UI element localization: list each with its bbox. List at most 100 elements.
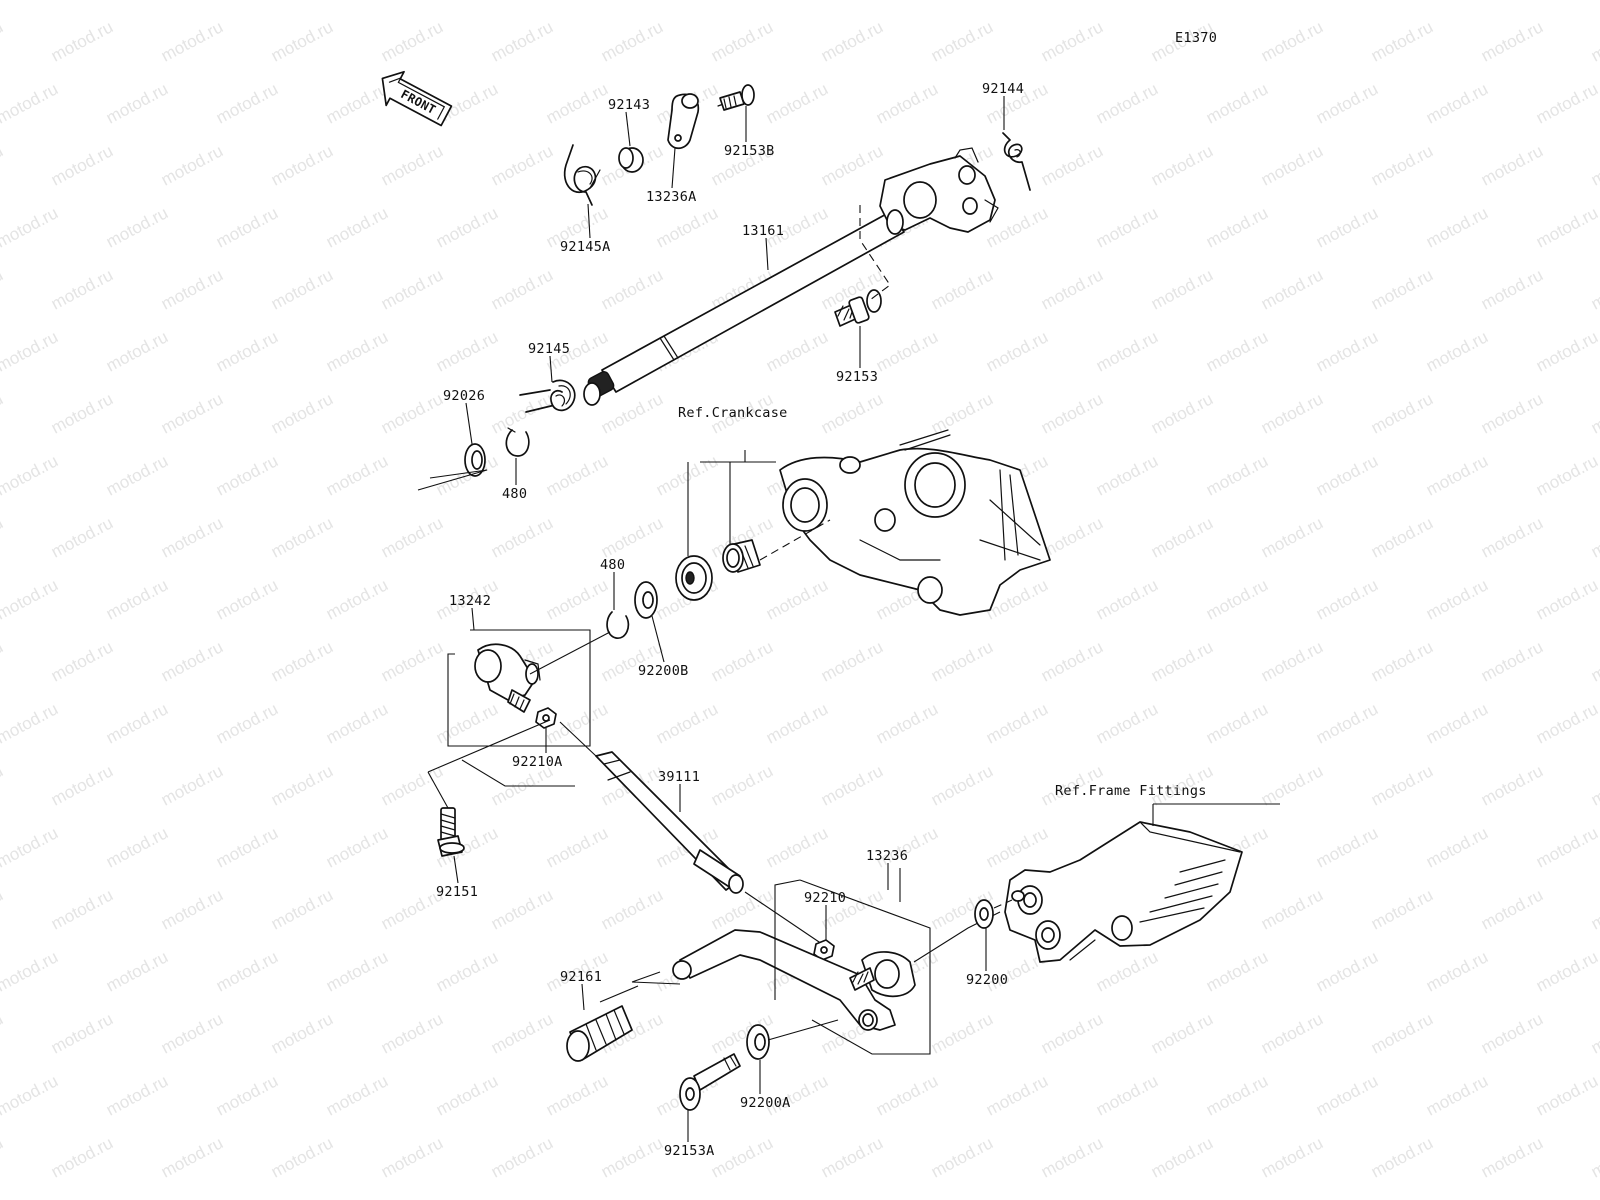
- watermark-text: motod.ru: [433, 699, 501, 747]
- watermark-text: motod.ru: [928, 265, 996, 313]
- watermark-text: motod.ru: [268, 761, 336, 809]
- watermark-text: motod.ru: [103, 1071, 171, 1119]
- watermark-text: motod.ru: [103, 327, 171, 375]
- watermark-text: motod.ru: [1533, 327, 1600, 375]
- bolt-92153[interactable]: [834, 289, 882, 327]
- tie-rod-39111[interactable]: [595, 751, 744, 894]
- watermark-text: motod.ru: [158, 265, 226, 313]
- watermark-text: motod.ru: [213, 79, 281, 127]
- watermark-text: motod.ru: [543, 451, 611, 499]
- label-13236a: 13236A: [646, 189, 697, 205]
- label-leaders: [453, 96, 1005, 1142]
- front-arrow-icon: FRONT: [381, 70, 453, 127]
- watermark-text: motod.ru: [1203, 0, 1271, 4]
- watermark-text: motod.ru: [1478, 265, 1546, 313]
- watermark-text: motod.ru: [1203, 947, 1271, 995]
- watermark-text: motod.ru: [158, 17, 226, 65]
- watermark-text: motod.ru: [268, 1009, 336, 1057]
- washer-92200a[interactable]: [746, 1024, 770, 1060]
- watermark-text: motod.ru: [1588, 141, 1600, 189]
- watermark-text: motod.ru: [1148, 389, 1216, 437]
- watermark-text: motod.ru: [323, 1195, 391, 1200]
- watermark-text: motod.ru: [488, 141, 556, 189]
- watermark-text: motod.ru: [1203, 1195, 1271, 1200]
- bolt-92153a[interactable]: [679, 1053, 741, 1111]
- watermark-text: motod.ru: [983, 699, 1051, 747]
- watermark-text: motod.ru: [818, 1133, 886, 1181]
- label-ref-frame-fittings: Ref.Frame Fittings: [1055, 783, 1207, 799]
- watermark-text: motod.ru: [543, 575, 611, 623]
- label-92153b: 92153B: [724, 143, 775, 159]
- watermark-text: motod.ru: [1588, 265, 1600, 313]
- watermark-text: motod.ru: [1423, 203, 1491, 251]
- diagram-id: E1370: [1175, 30, 1217, 46]
- watermark-text: motod.ru: [103, 575, 171, 623]
- watermark-text: motod.ru: [48, 513, 116, 561]
- shift-arm-13242[interactable]: [474, 643, 541, 713]
- watermark-text: motod.ru: [213, 947, 281, 995]
- watermark-text: motod.ru: [1148, 1133, 1216, 1181]
- spring-92145[interactable]: [519, 379, 576, 413]
- watermark-text: motod.ru: [268, 885, 336, 933]
- watermark-text: motod.ru: [1533, 823, 1600, 871]
- watermark-text: motod.ru: [323, 1071, 391, 1119]
- circlip-480-lower[interactable]: [606, 611, 630, 639]
- collar-92143[interactable]: [618, 147, 644, 173]
- plate-13236a[interactable]: [667, 93, 700, 150]
- watermark-text: motod.ru: [268, 17, 336, 65]
- watermark-text: motod.ru: [323, 203, 391, 251]
- watermark-text: motod.ru: [213, 1071, 281, 1119]
- watermark-text: motod.ru: [928, 1133, 996, 1181]
- circlip-480-upper[interactable]: [505, 427, 530, 457]
- watermark-text: motod.ru: [873, 79, 941, 127]
- watermark-text: motod.ru: [0, 1195, 61, 1200]
- washer-92200b[interactable]: [634, 581, 658, 619]
- frame-fitting-reference: [1004, 821, 1243, 963]
- watermark-text: motod.ru: [1148, 265, 1216, 313]
- watermark-text: motod.ru: [708, 885, 776, 933]
- washer-92200[interactable]: [974, 899, 994, 929]
- shift-shaft-13161[interactable]: [583, 147, 999, 406]
- watermark-text: motod.ru: [1478, 389, 1546, 437]
- watermark-text: motod.ru: [323, 575, 391, 623]
- watermark-text: motod.ru: [0, 575, 61, 623]
- watermark-text: motod.ru: [1258, 1009, 1326, 1057]
- washer-92026[interactable]: [464, 443, 486, 477]
- shift-pedal-13236[interactable]: [672, 929, 916, 1031]
- oil-seal[interactable]: [675, 555, 713, 601]
- watermark-text: motod.ru: [1588, 513, 1600, 561]
- watermark-text: motod.ru: [1478, 1009, 1546, 1057]
- watermark-text: motod.ru: [1368, 1133, 1436, 1181]
- watermark-text: motod.ru: [653, 203, 721, 251]
- watermark-text: motod.ru: [763, 699, 831, 747]
- watermark-text: motod.ru: [1038, 637, 1106, 685]
- pedal-rubber-92161[interactable]: [566, 1005, 633, 1062]
- watermark-text: motod.ru: [1588, 885, 1600, 933]
- watermark-text: motod.ru: [598, 265, 666, 313]
- watermark-text: motod.ru: [488, 513, 556, 561]
- watermark-text: motod.ru: [1038, 17, 1106, 65]
- spring-92145a[interactable]: [563, 144, 601, 206]
- bolt-92151[interactable]: [437, 807, 465, 857]
- spring-92144[interactable]: [1002, 132, 1031, 191]
- needle-bearing[interactable]: [722, 539, 761, 573]
- watermark-text: motod.ru: [0, 389, 6, 437]
- watermark-text: motod.ru: [598, 1133, 666, 1181]
- watermark-text: motod.ru: [1203, 1071, 1271, 1119]
- watermark-text: motod.ru: [543, 823, 611, 871]
- watermark-text: motod.ru: [1368, 389, 1436, 437]
- bolt-92153b[interactable]: [717, 84, 755, 111]
- watermark-text: motod.ru: [0, 203, 61, 251]
- watermark-text: motod.ru: [48, 141, 116, 189]
- nut-92210a[interactable]: [535, 707, 557, 729]
- label-480-lower: 480: [600, 557, 625, 573]
- watermark-text: motod.ru: [1588, 761, 1600, 809]
- watermark-text: motod.ru: [1533, 1195, 1600, 1200]
- watermark-text: motod.ru: [158, 1133, 226, 1181]
- watermark-text: motod.ru: [818, 761, 886, 809]
- watermark-text: motod.ru: [323, 451, 391, 499]
- watermark-text: motod.ru: [873, 699, 941, 747]
- watermark-text: motod.ru: [213, 0, 281, 4]
- watermark-text: motod.ru: [1533, 0, 1600, 4]
- watermark-text: motod.ru: [0, 0, 61, 4]
